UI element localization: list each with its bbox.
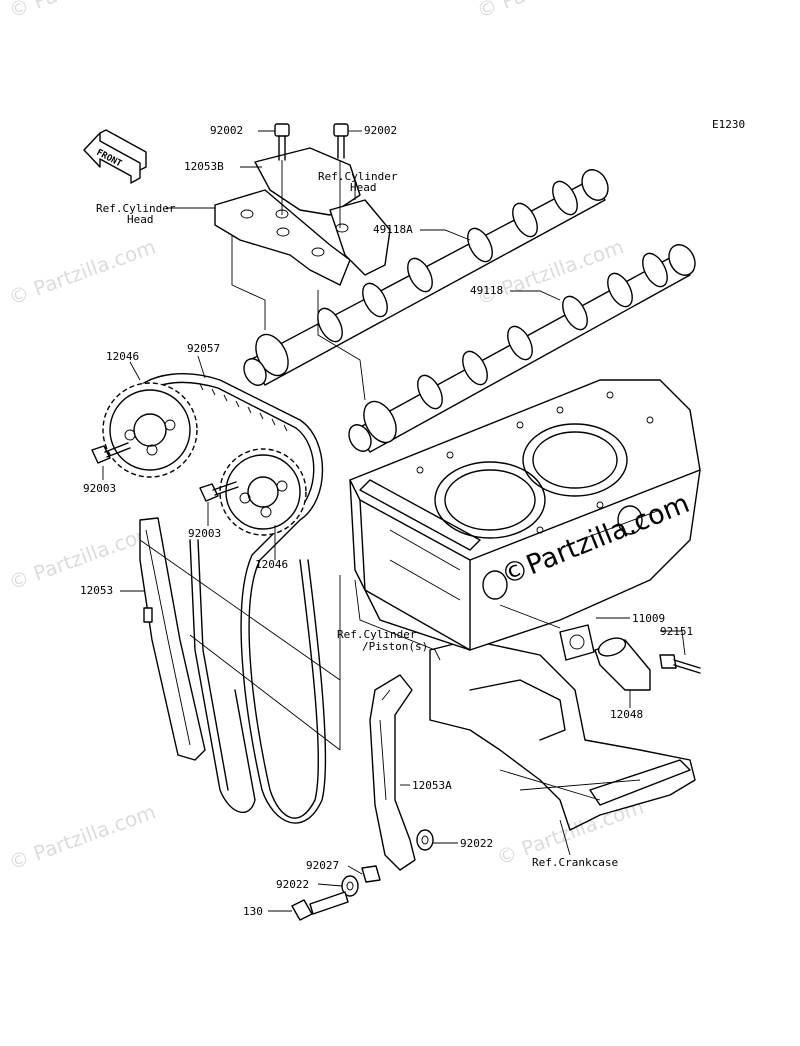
- diagram-code: E1230: [712, 118, 745, 131]
- chain-guide-12053a-shape: [369, 674, 416, 871]
- crankcase-shape: [429, 639, 696, 831]
- label-ref-cylinder-head-right-2: Head: [350, 181, 377, 194]
- bolt-92151-icon: [659, 654, 701, 674]
- label-92002-left: 92002: [210, 124, 243, 137]
- label-92022-right: 92022: [460, 837, 493, 850]
- label-12053a: 12053A: [412, 779, 452, 792]
- label-92003-mid: 92003: [188, 527, 221, 540]
- cam-sprocket-lower-shape: [219, 448, 307, 536]
- cylinder-block-shape: [349, 379, 701, 651]
- label-ref-cylinder-piston-2: /Piston(s): [362, 640, 428, 653]
- washer-92022-left-icon: [341, 875, 359, 897]
- label-12046-bottom: 12046: [255, 558, 288, 571]
- camshaft-cap-left-shape: [214, 189, 351, 286]
- label-92151: 92151: [660, 625, 693, 638]
- label-130: 130: [243, 905, 263, 918]
- watermark: © Partzilla.com: [6, 0, 159, 23]
- label-12053b: 12053B: [184, 160, 224, 173]
- label-92022-left: 92022: [276, 878, 309, 891]
- label-92027: 92027: [306, 859, 339, 872]
- label-92002-right: 92002: [364, 124, 397, 137]
- bolt-92002-left-icon: [274, 123, 290, 161]
- label-ref-crankcase: Ref.Crankcase: [532, 856, 618, 869]
- watermark: © Partzilla.com: [474, 0, 627, 23]
- watermark: © Partzilla.com: [6, 234, 159, 309]
- front-arrow-icon: FRONT: [83, 129, 147, 184]
- washer-92022-right-icon: [416, 829, 434, 851]
- label-11009: 11009: [632, 612, 665, 625]
- bolt-92003-left-icon: [91, 442, 131, 464]
- chain-guide-12053-shape: [139, 517, 206, 761]
- label-12048: 12048: [610, 708, 643, 721]
- collar-92027-icon: [361, 865, 381, 883]
- label-ref-cylinder-head-right: Ref.Cylinder: [318, 170, 398, 183]
- label-49118: 49118: [470, 284, 503, 297]
- label-ref-cylinder-head-left: Ref.Cylinder: [96, 202, 176, 215]
- bolt-92003-mid-icon: [199, 481, 239, 502]
- label-12053: 12053: [80, 584, 113, 597]
- bolt-130-icon: [291, 891, 349, 921]
- part-labels: E1230 92002 92002 12053B Ref.Cylinder He…: [80, 118, 745, 918]
- leader-lines: [102, 130, 686, 912]
- label-ref-cylinder-head-left-2: Head: [127, 213, 154, 226]
- cam-chain-92057-shape: [129, 373, 327, 824]
- camshaft-49118-shape: [348, 244, 696, 453]
- gasket-11009-shape: [559, 624, 595, 661]
- watermark: © Partzilla.com: [6, 799, 159, 874]
- label-49118a: 49118A: [373, 223, 413, 236]
- label-ref-cylinder-piston: Ref.Cylinder: [337, 628, 417, 641]
- chain-tensioner-12048-shape: [594, 637, 651, 691]
- camshaft-cap-12053b-shape: [254, 147, 391, 276]
- camshaft-49118a-shape: [243, 169, 609, 386]
- bolt-92002-right-icon: [333, 123, 349, 159]
- label-12046-top: 12046: [106, 350, 139, 363]
- cam-sprocket-upper-shape: [102, 382, 198, 478]
- label-92057: 92057: [187, 342, 220, 355]
- label-92003-left: 92003: [83, 482, 116, 495]
